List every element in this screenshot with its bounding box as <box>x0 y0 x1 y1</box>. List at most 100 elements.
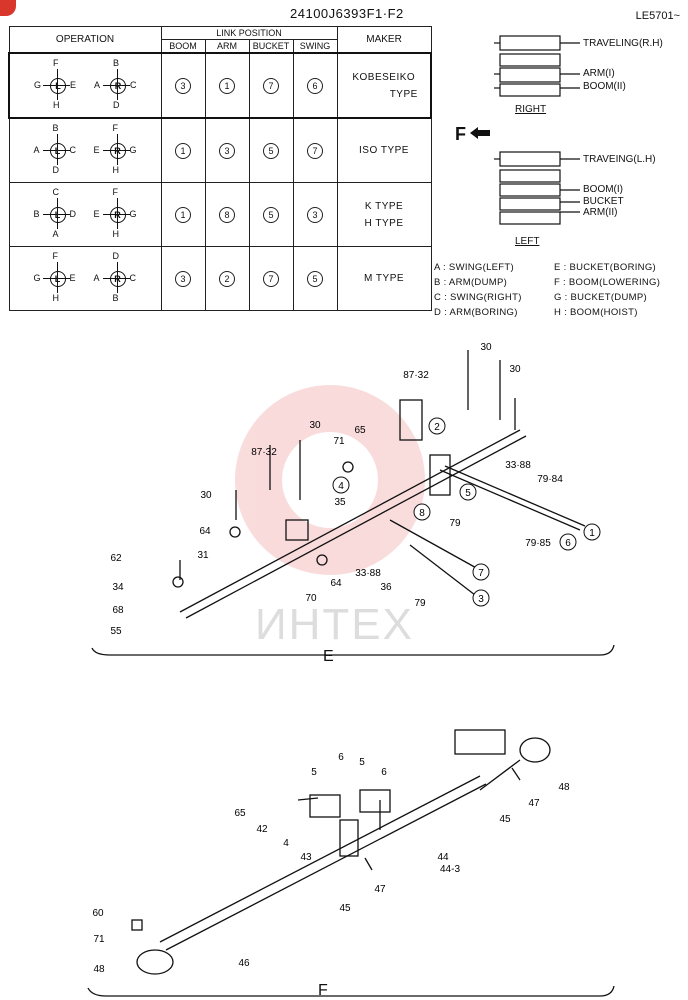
front-label: F <box>455 124 466 144</box>
part-number: 64 <box>199 526 211 537</box>
valve-left-label-1: BOOM(I) <box>583 184 623 195</box>
maker-line-1: KOBESEIKO <box>352 71 416 83</box>
joystick-dir-d: H <box>52 293 60 303</box>
link-cell: 3 <box>160 246 206 311</box>
link-number: 6 <box>307 77 323 94</box>
part-label-e: 68 <box>112 605 124 616</box>
legend-item: F : BOOM(LOWERING) <box>554 277 661 288</box>
part-number: 71 <box>93 934 105 945</box>
link-cell: 8 <box>204 182 250 247</box>
link-number: 7 <box>263 77 279 94</box>
joystick-dir-l: A <box>93 273 100 283</box>
part-number: 8 <box>419 508 425 519</box>
link-cell: 7 <box>292 117 338 183</box>
valve-right-caption: RIGHT <box>515 104 547 115</box>
link-number: 5 <box>307 270 323 287</box>
watermark-gear <box>235 385 425 575</box>
part-number: 30 <box>480 342 492 353</box>
part-number: 43 <box>300 852 312 863</box>
part-label-e: 6 <box>559 533 577 551</box>
part-label-e: 8 <box>413 503 431 521</box>
legend-item: D : ARM(BORING) <box>434 307 518 318</box>
part-number: 46 <box>238 958 250 969</box>
link-cell: 1 <box>204 52 250 119</box>
part-number: 79·85 <box>525 538 551 549</box>
joystick-dir-r: G <box>129 145 137 155</box>
part-label-e: 33·88 <box>355 568 381 579</box>
part-label-e: 62 <box>110 553 122 564</box>
part-number: 5 <box>359 757 365 768</box>
joystick-dir-r: D <box>69 209 77 219</box>
part-number: 47 <box>528 798 540 809</box>
part-label-e: 64 <box>330 578 342 589</box>
operation-table: OPERATION LINK POSITION MAKER BOOM ARM B… <box>8 26 433 311</box>
part-number: 65 <box>234 808 246 819</box>
joystick-dir-u: F <box>53 58 59 68</box>
link-number: 7 <box>263 270 279 287</box>
part-number: 7 <box>478 568 484 579</box>
part-label-e: 7 <box>472 563 490 581</box>
part-number: 2 <box>434 422 440 433</box>
link-position-header: LINK POSITION <box>160 26 338 40</box>
joystick-dir-u: F <box>112 187 119 197</box>
part-label-e: 33·88 <box>505 460 531 471</box>
part-label-e: 70 <box>305 593 317 604</box>
part-number: 30 <box>509 364 521 375</box>
joystick-dir-l: E <box>93 145 100 155</box>
part-number: 4 <box>283 838 289 849</box>
operation-header: OPERATION <box>8 26 162 54</box>
page-ref: LE5701~ <box>635 10 680 22</box>
part-label-e: 30 <box>480 342 492 353</box>
sheet-id: 24100J6393F1·F2 <box>290 6 404 21</box>
part-label-e: 31 <box>197 550 209 561</box>
joystick-dir-l: A <box>33 145 40 155</box>
joystick-dir-d: D <box>113 100 120 110</box>
joystick-dir-l: E <box>93 209 100 219</box>
part-number: 71 <box>333 436 345 447</box>
joystick-dir-u: F <box>112 123 119 133</box>
part-number: 4 <box>338 481 344 492</box>
valve-left-caption: LEFT <box>515 236 540 247</box>
part-number: 31 <box>197 550 209 561</box>
part-number: 87·32 <box>403 370 429 381</box>
joystick-dir-l: A <box>94 80 101 90</box>
part-number: 79 <box>449 518 461 529</box>
link-number: 1 <box>175 206 191 223</box>
joystick-dir-r: C <box>129 273 137 283</box>
corner-badge <box>0 0 16 16</box>
joystick-dir-d: D <box>52 165 60 175</box>
valve-right <box>494 35 580 97</box>
part-number: 33·88 <box>505 460 531 471</box>
part-number: 5 <box>465 488 471 499</box>
part-label-e: 36 <box>380 582 392 593</box>
link-cell: 5 <box>248 182 294 247</box>
part-number: 45 <box>339 903 351 914</box>
part-number: 68 <box>112 605 124 616</box>
part-number: 42 <box>256 824 268 835</box>
diagram-f-caption: F <box>318 982 328 999</box>
maker-cell: M TYPE <box>336 246 432 311</box>
part-label-e: 30 <box>309 420 321 431</box>
joystick-center: L <box>49 207 66 223</box>
part-label-e: 4 <box>332 476 350 494</box>
legend-item: B : ARM(DUMP) <box>434 277 508 288</box>
watermark-text: ИНТЕХ <box>255 600 414 649</box>
part-number: 33·88 <box>355 568 381 579</box>
diagram-f-shaft <box>87 729 615 997</box>
part-label-e: 79 <box>449 518 461 529</box>
legend-item: E : BUCKET(BORING) <box>554 262 656 273</box>
part-number: 1 <box>589 528 595 539</box>
part-number: 44-3 <box>440 864 460 875</box>
joystick-dir-u: B <box>113 58 120 68</box>
part-number: 6 <box>565 538 571 549</box>
maker-line-1: ISO TYPE <box>359 145 409 156</box>
